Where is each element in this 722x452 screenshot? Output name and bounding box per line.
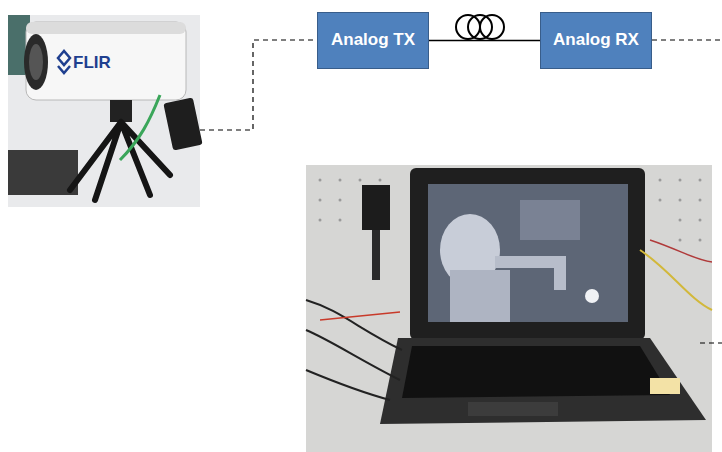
process-box: Analog RX [540, 12, 652, 69]
camera-photo [8, 15, 203, 207]
logo-text: FLIR [73, 54, 111, 71]
fiber-coil-symbol [456, 15, 504, 39]
laptop-photo [306, 165, 712, 452]
dashed-wire [652, 39, 722, 40]
dashed-wire [200, 40, 317, 130]
box-label: Analog RX [553, 30, 639, 50]
box-label: Analog TX [331, 30, 415, 50]
fiber-link [429, 40, 540, 42]
process-box: Analog TX [317, 12, 429, 69]
dashed-wire [700, 342, 722, 343]
